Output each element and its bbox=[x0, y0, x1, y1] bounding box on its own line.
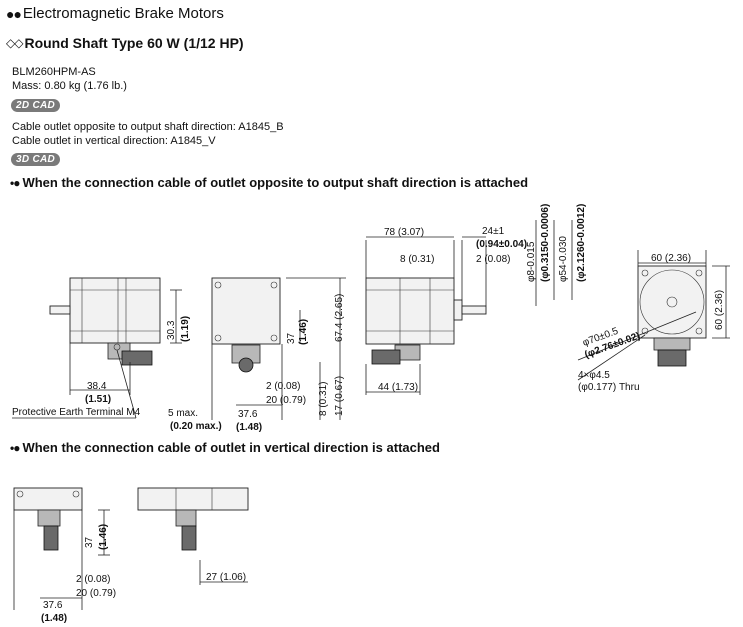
dim-24: 24±1 bbox=[482, 226, 505, 237]
dim-1-46: (1.46) bbox=[298, 319, 309, 345]
dim-8: 8 (0.31) bbox=[318, 382, 329, 416]
motor-side-view bbox=[12, 277, 182, 419]
dim-020max: (0.20 max.) bbox=[170, 421, 222, 432]
subtitle-text: Round Shaft Type 60 W (1/12 HP) bbox=[24, 35, 244, 51]
cad-line-vertical: Cable outlet in vertical direction: A184… bbox=[12, 135, 216, 147]
dim-1-19: (1.19) bbox=[180, 316, 191, 342]
dim-holes: 4×φ4.5 bbox=[578, 370, 610, 381]
page-subtitle: ◇◇ Round Shaft Type 60 W (1/12 HP) bbox=[6, 35, 244, 51]
dim-60-width: 60 (2.36) bbox=[651, 253, 691, 264]
dim-holes-inch: (φ0.177) Thru bbox=[578, 382, 640, 393]
dim-phi03150: (φ0.3150-0.0006) bbox=[540, 204, 551, 282]
dim-1-51: (1.51) bbox=[85, 394, 111, 405]
dim-67-4: 67.4 (2.65) bbox=[334, 294, 345, 342]
bullet-icon: •● bbox=[10, 441, 21, 455]
dim-094: (0.94±0.04) bbox=[476, 239, 527, 250]
dim-17: 17 (0.67) bbox=[334, 376, 345, 416]
vdim-37: 37 bbox=[84, 536, 95, 548]
pe-terminal-label: Protective Earth Terminal M4 bbox=[12, 407, 141, 418]
dim-37: 37 bbox=[286, 332, 297, 344]
dim-60-height: 60 (2.36) bbox=[714, 290, 725, 330]
dim-phi54: φ54-0.030 bbox=[558, 236, 569, 282]
double-diamond-icon: ◇◇ bbox=[6, 36, 23, 50]
page-title: ●● Electromagnetic Brake Motors bbox=[6, 5, 224, 22]
model-number: BLM260HPM-AS bbox=[12, 66, 96, 78]
dim-44: 44 (1.73) bbox=[378, 382, 418, 393]
title-text: Electromagnetic Brake Motors bbox=[22, 5, 224, 22]
vdim-2: 2 (0.08) bbox=[76, 574, 110, 585]
cad-2d-badge[interactable]: 2D CAD bbox=[11, 99, 61, 112]
vdim-1-48: (1.48) bbox=[41, 613, 67, 624]
dim-8-shaft: 8 (0.31) bbox=[400, 254, 434, 265]
dim-phi21260: (φ2.1260-0.0012) bbox=[576, 204, 587, 282]
cad-3d-badge[interactable]: 3D CAD bbox=[11, 153, 61, 166]
dim-37-6: 37.6 bbox=[238, 409, 258, 420]
dim-5max: 5 max. bbox=[168, 408, 198, 419]
dim-30-3: 30.3 bbox=[166, 320, 177, 340]
section-heading-opposite: •●When the connection cable of outlet op… bbox=[10, 175, 528, 190]
dim-2-shaft: 2 (0.08) bbox=[476, 254, 510, 265]
section-heading-text: When the connection cable of outlet in v… bbox=[22, 440, 440, 455]
motor-front-view bbox=[211, 277, 346, 420]
vdim-1-46: (1.46) bbox=[98, 524, 109, 550]
dim-20-front: 20 (0.79) bbox=[266, 395, 306, 406]
cad-line-opposite: Cable outlet opposite to output shaft di… bbox=[12, 121, 284, 133]
vdim-20: 20 (0.79) bbox=[76, 588, 116, 599]
bullet-icon: •● bbox=[10, 176, 21, 190]
dim-2-front: 2 (0.08) bbox=[266, 381, 300, 392]
dim-78: 78 (3.07) bbox=[384, 227, 424, 238]
dim-38-4: 38.4 bbox=[87, 381, 107, 392]
dim-phi8: φ8-0.015 bbox=[526, 241, 537, 282]
motor-shaft-side-view bbox=[365, 220, 573, 395]
double-bullet-icon: ●● bbox=[6, 5, 22, 22]
section-heading-text: When the connection cable of outlet oppo… bbox=[22, 175, 529, 190]
vdim-27: 27 (1.06) bbox=[206, 572, 246, 583]
vertical-cable-side-view bbox=[137, 487, 249, 585]
dim-1-48: (1.48) bbox=[236, 422, 262, 433]
vertical-cable-front-view bbox=[13, 487, 110, 610]
motor-end-view bbox=[577, 250, 730, 381]
mass-text: Mass: 0.80 kg (1.76 lb.) bbox=[12, 80, 127, 92]
section-heading-vertical: •●When the connection cable of outlet in… bbox=[10, 440, 440, 455]
vdim-37-6: 37.6 bbox=[43, 600, 63, 611]
